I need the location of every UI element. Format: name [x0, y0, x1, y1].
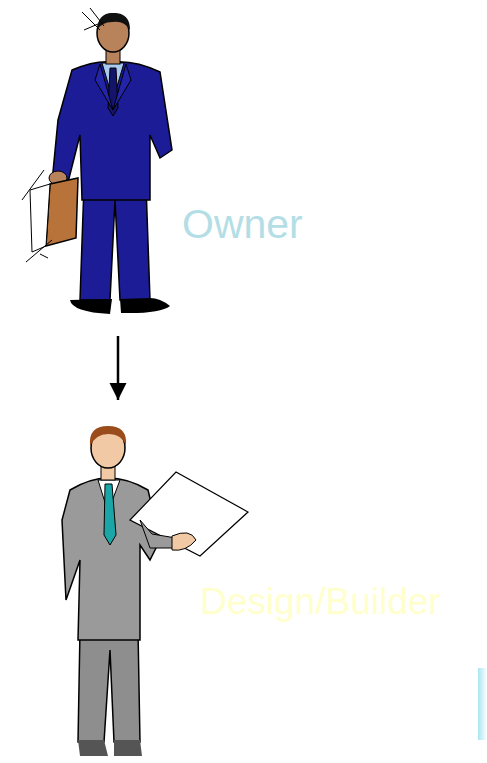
node-label: Owner: [182, 204, 303, 245]
flow-arrow: [117, 336, 120, 400]
gradient-bar: [478, 668, 487, 740]
owner-figure: [22, 8, 172, 314]
design-builder-node: Design/Builder: [20, 400, 480, 760]
owner-node: Owner: [20, 0, 330, 336]
node-label: Design/Builder: [200, 583, 441, 620]
